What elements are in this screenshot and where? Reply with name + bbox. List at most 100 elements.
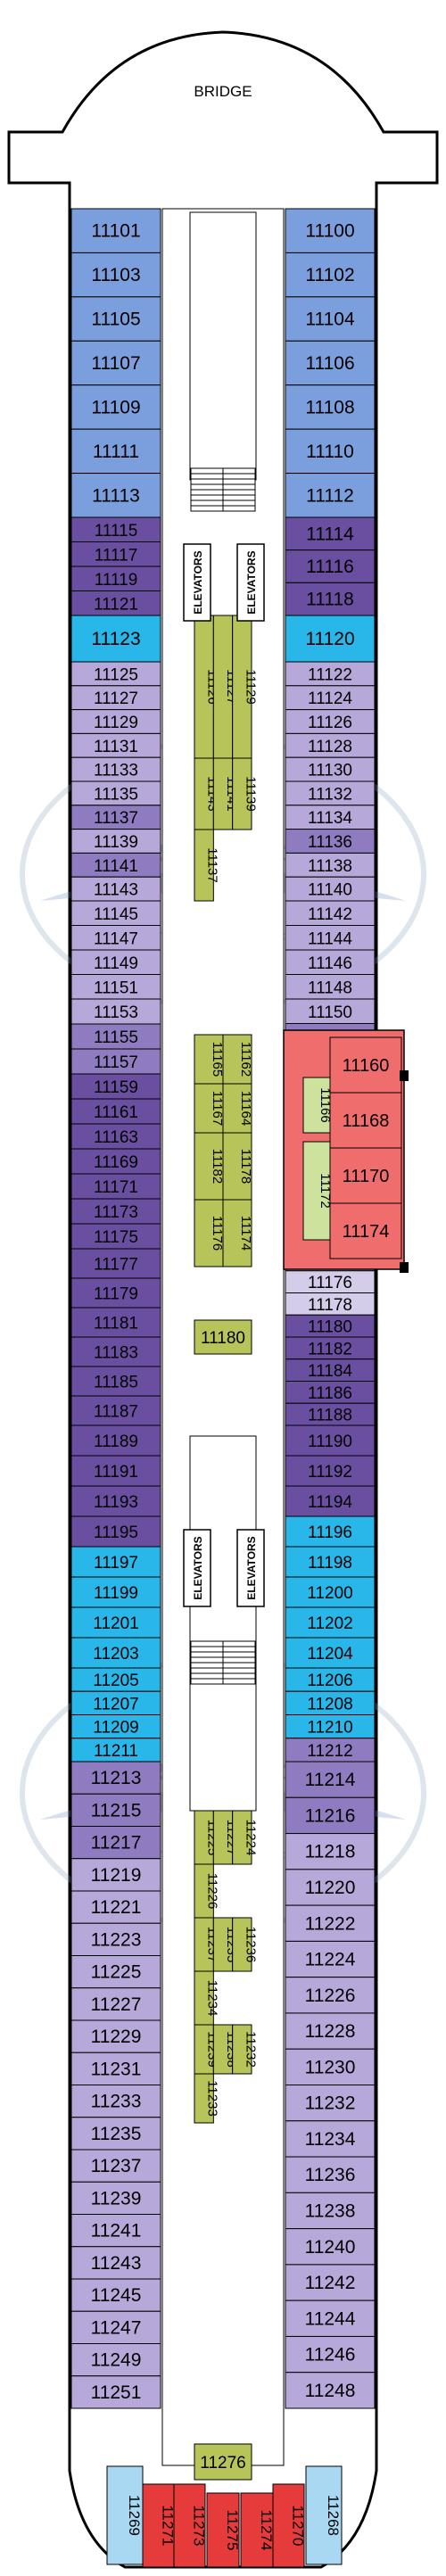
cabin-11128[interactable]: 11128 (285, 732, 376, 758)
cabin-11224[interactable]: 11224 (285, 1940, 376, 1978)
cabin-11201[interactable]: 11201 (70, 1606, 161, 1639)
cabin-11209[interactable]: 11209 (70, 1714, 161, 1739)
cabin-11125[interactable]: 11125 (70, 661, 161, 687)
cabin-11115[interactable]: 11115 (70, 516, 161, 542)
cabin-11133[interactable]: 11133 (70, 756, 161, 782)
cabin-11183[interactable]: 11183 (70, 1336, 161, 1367)
cabin-11141[interactable]: 11141 (70, 852, 161, 878)
cabin-11211[interactable]: 11211 (70, 1738, 161, 1763)
cabin-11212[interactable]: 11212 (285, 1738, 376, 1763)
cabin-11134[interactable]: 11134 (285, 805, 376, 830)
cabin-11181[interactable]: 11181 (70, 1307, 161, 1338)
cabin-11228[interactable]: 11228 (285, 2012, 376, 2050)
cabin-11173[interactable]: 11173 (70, 1198, 161, 1225)
cabin-11202[interactable]: 11202 (285, 1606, 376, 1639)
cabin-11185[interactable]: 11185 (70, 1366, 161, 1397)
cabin-11222[interactable]: 11222 (285, 1904, 376, 1942)
cabin-11147[interactable]: 11147 (70, 925, 161, 951)
cabin-11139[interactable]: 11139 (232, 757, 259, 830)
cabin-11162[interactable]: 11162 (222, 1034, 253, 1085)
cabin-11138[interactable]: 11138 (285, 852, 376, 878)
cabin-11188[interactable]: 11188 (285, 1402, 376, 1426)
cabin-11146[interactable]: 11146 (285, 949, 376, 975)
cabin-11234[interactable]: 11234 (285, 2120, 376, 2158)
cabin-11124[interactable]: 11124 (285, 685, 376, 711)
cabin-11168[interactable]: 11168 (329, 1092, 402, 1149)
cabin-11164[interactable]: 11164 (222, 1083, 253, 1134)
cabin-11145[interactable]: 11145 (70, 900, 161, 926)
cabin-11110[interactable]: 11110 (285, 428, 376, 475)
cabin-11271[interactable]: 11271 (142, 2483, 177, 2568)
cabin-11204[interactable]: 11204 (285, 1637, 376, 1669)
cabin-11251[interactable]: 11251 (70, 2375, 161, 2409)
cabin-11197[interactable]: 11197 (70, 1546, 161, 1578)
cabin-11107[interactable]: 11107 (70, 340, 161, 386)
cabin-11151[interactable]: 11151 (70, 974, 161, 1000)
cabin-11167[interactable]: 11167 (194, 1083, 225, 1134)
cabin-11170[interactable]: 11170 (329, 1147, 402, 1204)
cabin-11243[interactable]: 11243 (70, 2246, 161, 2280)
cabin-11231[interactable]: 11231 (70, 2052, 161, 2085)
cabin-11269[interactable]: 11269 (106, 2465, 144, 2565)
cabin-11208[interactable]: 11208 (285, 1690, 376, 1715)
cabin-11121[interactable]: 11121 (70, 590, 161, 616)
cabin-11143[interactable]: 11143 (70, 876, 161, 902)
cabin-11196[interactable]: 11196 (285, 1515, 376, 1548)
cabin-11109[interactable]: 11109 (70, 384, 161, 430)
cabin-11153[interactable]: 11153 (70, 998, 161, 1025)
cabin-11205[interactable]: 11205 (70, 1667, 161, 1692)
cabin-11182[interactable]: 11182 (285, 1336, 376, 1360)
cabin-11276[interactable]: 11276 (194, 2443, 252, 2481)
cabin-11116[interactable]: 11116 (285, 549, 376, 583)
cabin-11237[interactable]: 11237 (70, 2149, 161, 2183)
cabin-11270[interactable]: 11270 (272, 2483, 307, 2568)
cabin-11123[interactable]: 11123 (70, 615, 161, 663)
cabin-11149[interactable]: 11149 (70, 949, 161, 975)
cabin-11215[interactable]: 11215 (70, 1793, 161, 1827)
cabin-11233[interactable]: 11233 (194, 2073, 220, 2124)
cabin-11232[interactable]: 11232 (232, 2024, 259, 2075)
cabin-11177[interactable]: 11177 (70, 1248, 161, 1279)
cabin-11157[interactable]: 11157 (70, 1048, 161, 1075)
cabin-11190[interactable]: 11190 (285, 1424, 376, 1457)
cabin-11176[interactable]: 11176 (285, 1270, 376, 1293)
cabin-11176[interactable]: 11176 (194, 1199, 225, 1267)
cabin-11163[interactable]: 11163 (70, 1123, 161, 1150)
cabin-11207[interactable]: 11207 (70, 1690, 161, 1715)
cabin-11245[interactable]: 11245 (70, 2278, 161, 2312)
cabin-11112[interactable]: 11112 (285, 473, 376, 518)
cabin-11218[interactable]: 11218 (285, 1833, 376, 1870)
cabin-11114[interactable]: 11114 (285, 516, 376, 551)
cabin-11268[interactable]: 11268 (305, 2465, 343, 2565)
cabin-11105[interactable]: 11105 (70, 296, 161, 342)
cabin-11187[interactable]: 11187 (70, 1395, 161, 1426)
cabin-11225[interactable]: 11225 (70, 1955, 161, 1989)
cabin-11119[interactable]: 11119 (70, 566, 161, 591)
cabin-11229[interactable]: 11229 (70, 2019, 161, 2053)
cabin-11274[interactable]: 11274 (240, 2492, 275, 2568)
cabin-11203[interactable]: 11203 (70, 1637, 161, 1669)
cabin-11180[interactable]: 11180 (194, 1319, 252, 1355)
cabin-11232[interactable]: 11232 (285, 2085, 376, 2122)
cabin-11103[interactable]: 11103 (70, 252, 161, 298)
cabin-11137[interactable]: 11137 (194, 829, 220, 902)
cabin-11235[interactable]: 11235 (70, 2117, 161, 2151)
cabin-11230[interactable]: 11230 (285, 2048, 376, 2085)
cabin-11175[interactable]: 11175 (70, 1223, 161, 1250)
cabin-11178[interactable]: 11178 (222, 1132, 253, 1201)
cabin-11161[interactable]: 11161 (70, 1098, 161, 1125)
cabin-11217[interactable]: 11217 (70, 1826, 161, 1860)
cabin-11122[interactable]: 11122 (285, 661, 376, 687)
cabin-11120[interactable]: 11120 (285, 615, 376, 663)
cabin-11148[interactable]: 11148 (285, 974, 376, 1000)
cabin-11224[interactable]: 11224 (232, 1810, 259, 1865)
cabin-11178[interactable]: 11178 (285, 1292, 376, 1316)
cabin-11221[interactable]: 11221 (70, 1890, 161, 1924)
cabin-11129[interactable]: 11129 (70, 709, 161, 734)
cabin-11104[interactable]: 11104 (285, 296, 376, 342)
cabin-11101[interactable]: 11101 (70, 208, 161, 253)
cabin-11132[interactable]: 11132 (285, 780, 376, 806)
cabin-11216[interactable]: 11216 (285, 1796, 376, 1835)
cabin-11233[interactable]: 11233 (70, 2085, 161, 2118)
cabin-11210[interactable]: 11210 (285, 1714, 376, 1739)
